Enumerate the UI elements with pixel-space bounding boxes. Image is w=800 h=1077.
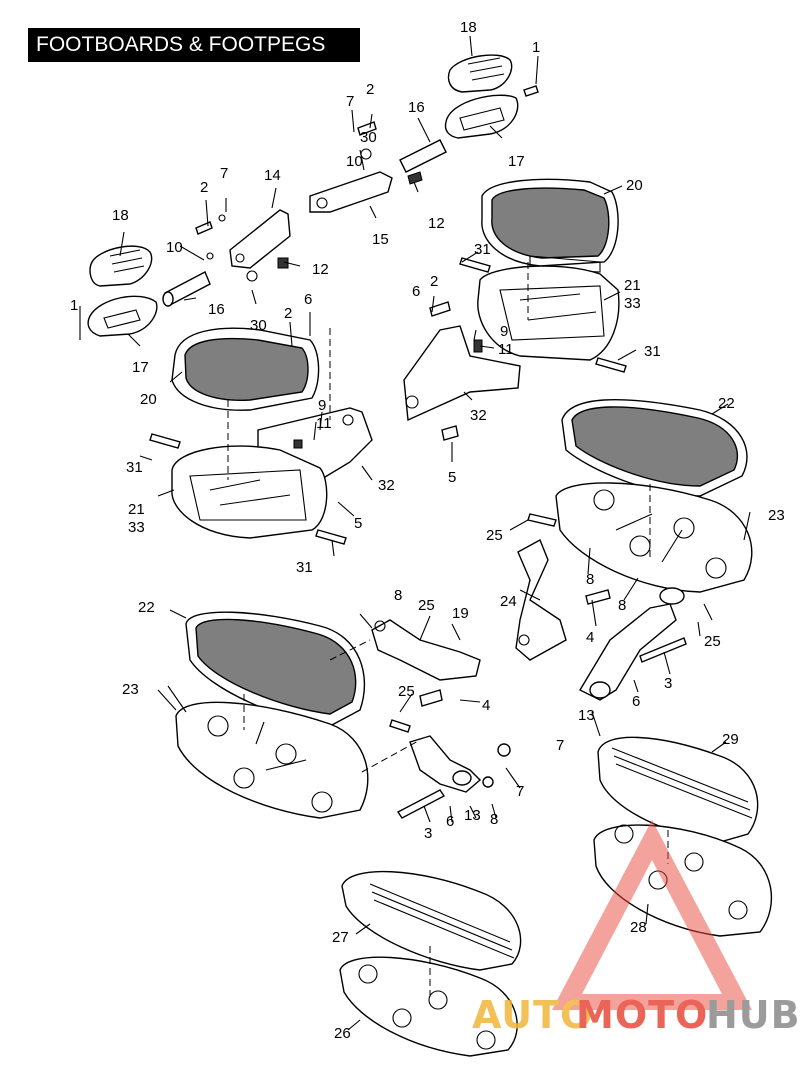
bracket-32-right — [403, 301, 521, 441]
floorboard-base-23-right — [555, 482, 753, 593]
footboard-pad-20-left — [171, 327, 320, 411]
callout-25: 25 — [398, 683, 415, 700]
callout-7: 7 — [556, 737, 564, 754]
callout-21: 21 — [128, 501, 145, 518]
callout-8: 8 — [394, 587, 402, 604]
floorboard-base-26 — [339, 956, 518, 1057]
footboard-base-21-left — [149, 433, 347, 545]
callout-2: 2 — [200, 179, 208, 196]
callout-33: 33 — [128, 519, 145, 536]
callout-20: 20 — [140, 391, 157, 408]
callout-21: 21 — [624, 277, 641, 294]
callout-31: 31 — [644, 343, 661, 360]
callout-22: 22 — [138, 599, 155, 616]
support-19 — [371, 619, 481, 733]
callout-18: 18 — [460, 19, 477, 36]
callout-1: 1 — [70, 297, 78, 314]
callout-5: 5 — [448, 469, 456, 486]
callout-27: 27 — [332, 929, 349, 946]
callout-25: 25 — [418, 597, 435, 614]
callout-7: 7 — [220, 165, 228, 182]
floorboard-pad-22-right — [561, 399, 748, 497]
floorboard-pad-29 — [597, 736, 759, 843]
callout-8: 8 — [490, 811, 498, 828]
callout-8: 8 — [618, 597, 626, 614]
callout-1: 1 — [532, 39, 540, 56]
callout-3: 3 — [424, 825, 432, 842]
callout-13: 13 — [464, 807, 481, 824]
callout-2: 2 — [430, 273, 438, 290]
callout-16: 16 — [408, 99, 425, 116]
callout-6: 6 — [632, 693, 640, 710]
callout-7: 7 — [516, 783, 524, 800]
callout-29: 29 — [722, 731, 739, 748]
callout-24: 24 — [500, 593, 517, 610]
floorboard-pad-27 — [341, 870, 522, 971]
floorboard-pad-22-left — [185, 611, 366, 727]
callout-25: 25 — [486, 527, 503, 544]
callout-15: 15 — [372, 231, 389, 248]
callout-12: 12 — [312, 261, 329, 278]
callout-2: 2 — [366, 81, 374, 98]
callout-26: 26 — [334, 1025, 351, 1042]
callout-23: 23 — [122, 681, 139, 698]
callout-32: 32 — [378, 477, 395, 494]
footpeg-left — [87, 245, 211, 337]
callout-6: 6 — [446, 813, 454, 830]
callout-20: 20 — [626, 177, 643, 194]
callout-28: 28 — [630, 919, 647, 936]
leader-lines — [79, 35, 751, 1031]
callout-11: 11 — [316, 415, 332, 432]
callout-11: 11 — [498, 341, 514, 358]
callout-33: 33 — [624, 295, 641, 312]
support-24 — [515, 539, 567, 661]
callout-14: 14 — [264, 167, 281, 184]
callout-22: 22 — [718, 395, 735, 412]
alignment-lines — [227, 262, 669, 1000]
watermark-auto: AUTO — [472, 993, 593, 1037]
callout-17: 17 — [508, 153, 525, 170]
callout-4: 4 — [482, 697, 490, 714]
callout-18: 18 — [112, 207, 129, 224]
callout-10: 10 — [346, 153, 363, 170]
watermark-logo: AUTO MOTO HUB — [472, 820, 800, 1037]
callout-23: 23 — [768, 507, 785, 524]
callout-17: 17 — [132, 359, 149, 376]
page-title: FOOTBOARDS & FOOTPEGS — [28, 28, 360, 62]
watermark-triangle — [552, 820, 752, 1010]
callout-31: 31 — [126, 459, 143, 476]
callout-9: 9 — [318, 397, 326, 414]
callout-6: 6 — [304, 291, 312, 308]
callout-13: 13 — [578, 707, 595, 724]
footpeg-mount-left — [195, 209, 291, 282]
callout-8: 8 — [586, 571, 594, 588]
callout-2: 2 — [284, 305, 292, 322]
callout-5: 5 — [354, 515, 362, 532]
footboard-pad-20-right — [481, 178, 619, 273]
watermark-hub: HUB — [706, 993, 800, 1037]
footboard-base-21-right — [459, 257, 627, 373]
support-13-left — [396, 735, 511, 819]
callout-30: 30 — [250, 317, 267, 334]
callout-31: 31 — [474, 241, 491, 258]
callout-16: 16 — [208, 301, 225, 318]
support-13-right — [527, 513, 687, 701]
callout-6: 6 — [412, 283, 420, 300]
callout-25: 25 — [704, 633, 721, 650]
callout-9: 9 — [500, 323, 508, 340]
callout-31: 31 — [296, 559, 313, 576]
callout-4: 4 — [586, 629, 594, 646]
callout-12: 12 — [428, 215, 445, 232]
callout-10: 10 — [166, 239, 183, 256]
floorboard-base-23-left — [175, 701, 369, 819]
callout-32: 32 — [470, 407, 487, 424]
callout-19: 19 — [452, 605, 469, 622]
callout-7: 7 — [346, 93, 354, 110]
callout-labels: 18 1 7 2 16 30 10 17 7 2 14 15 12 20 18 … — [70, 19, 785, 1042]
callout-30: 30 — [360, 129, 377, 146]
callout-3: 3 — [664, 675, 672, 692]
watermark-moto: MOTO — [576, 993, 708, 1037]
